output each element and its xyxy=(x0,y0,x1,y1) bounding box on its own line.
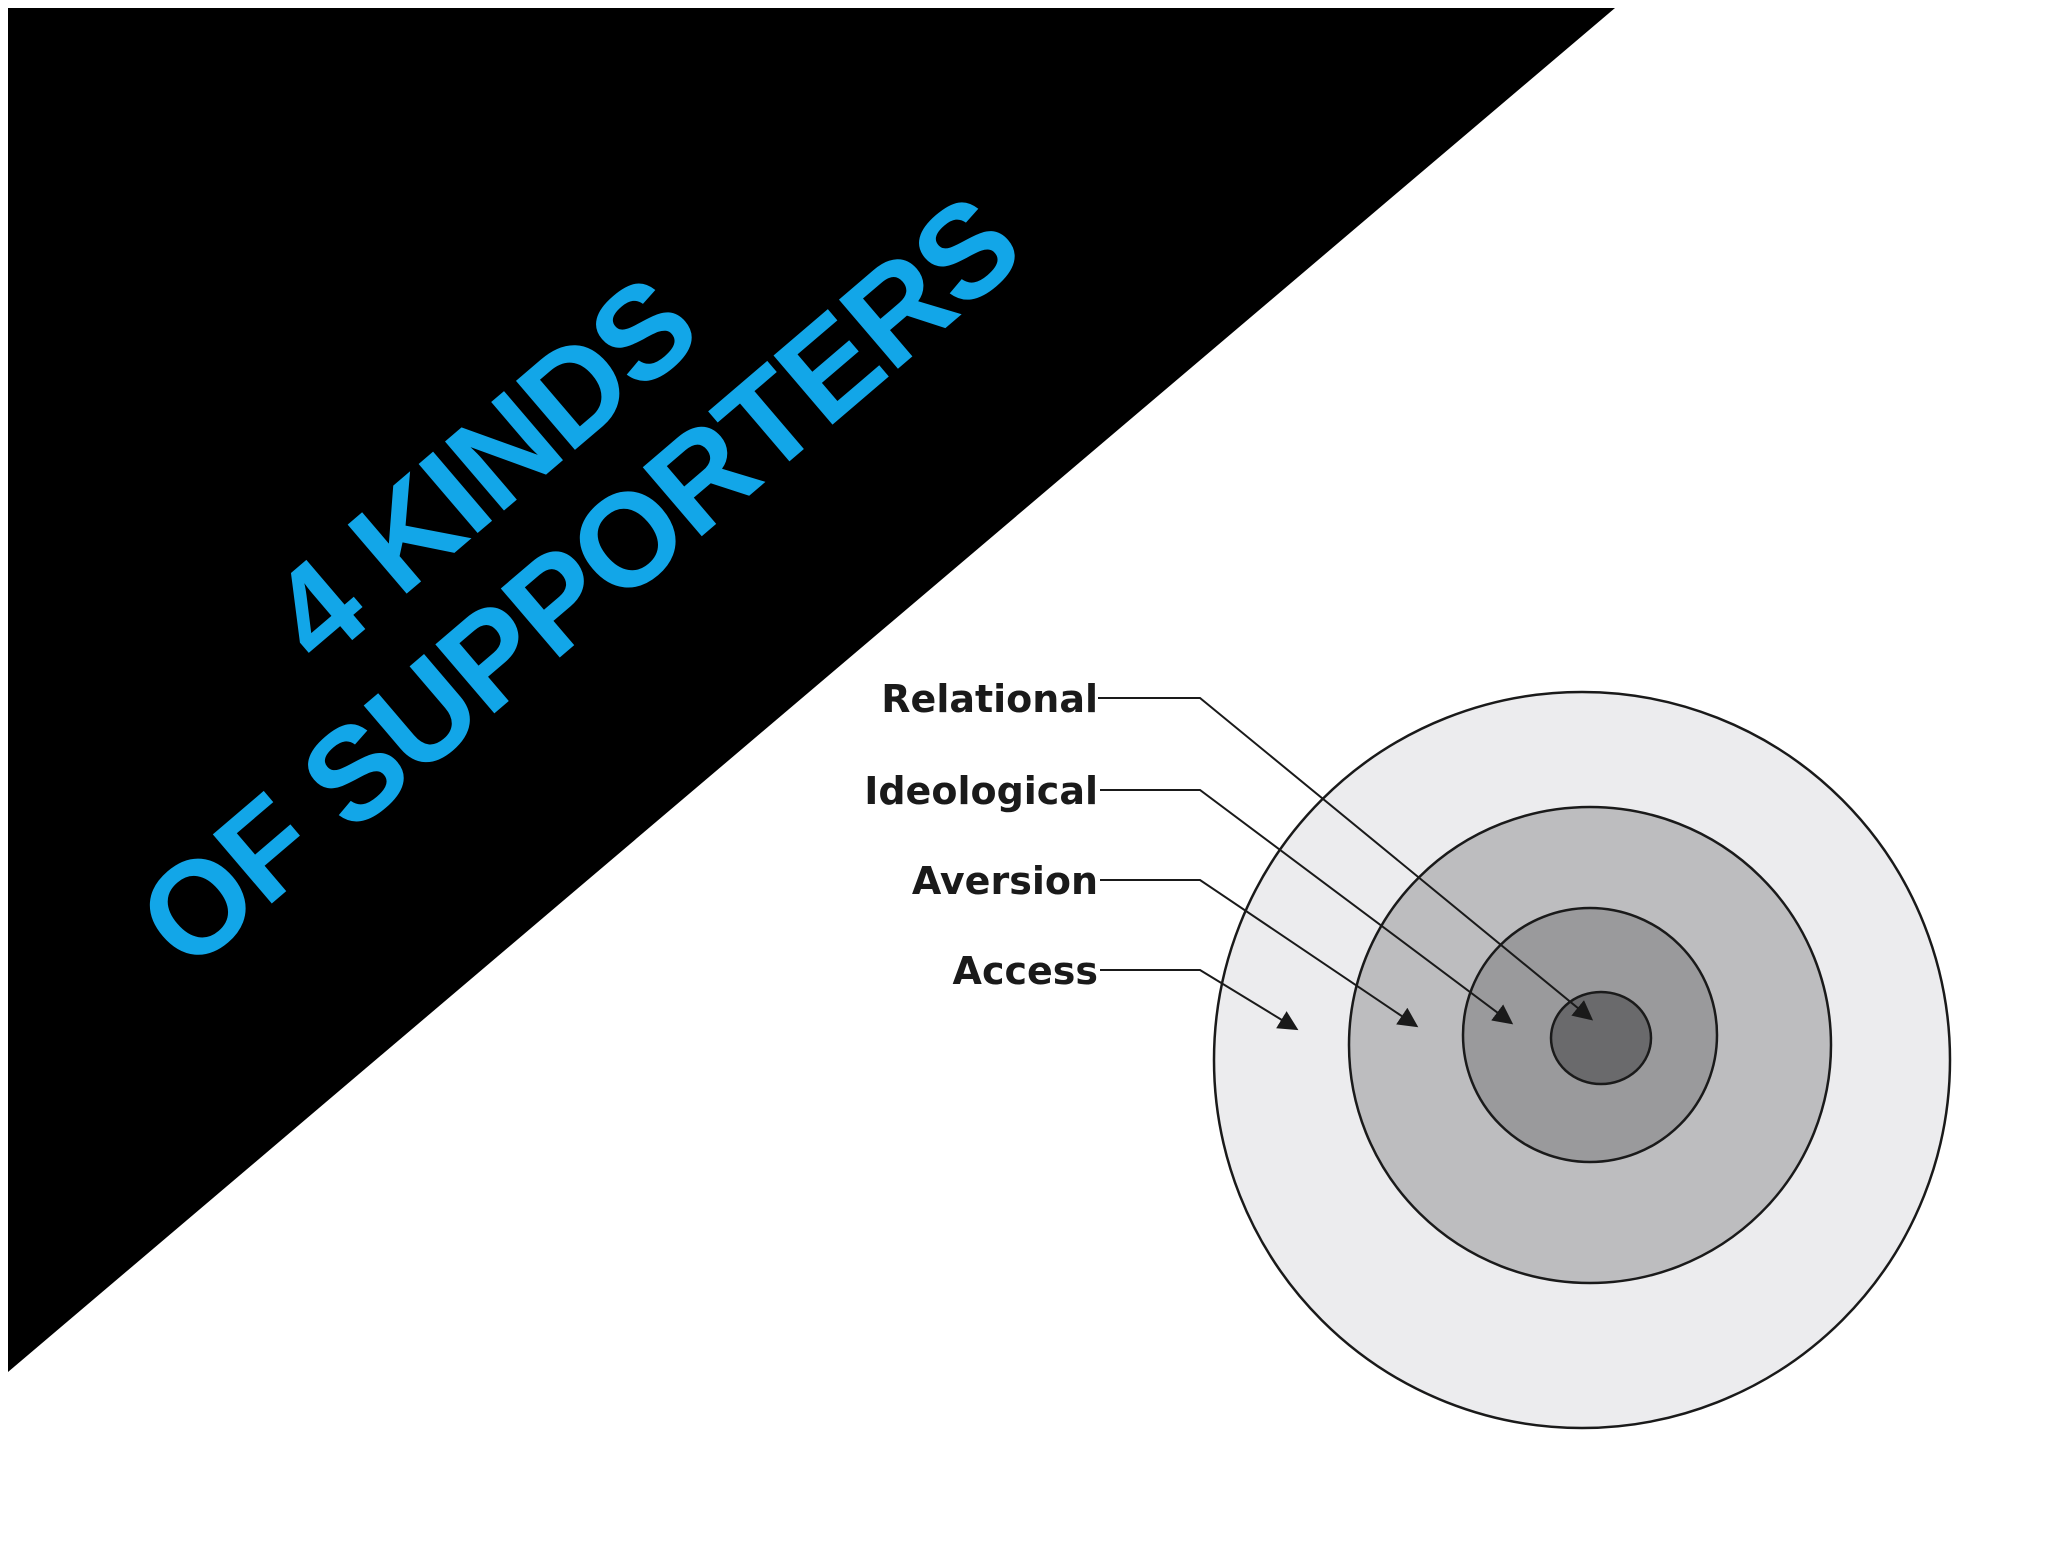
leader-line-relational xyxy=(1098,697,1594,1021)
label-aversion: Aversion xyxy=(912,859,1098,903)
black-diagonal-banner xyxy=(8,8,1615,1372)
ring-relational xyxy=(1549,990,1653,1086)
label-ideological: Ideological xyxy=(864,769,1098,813)
leader-line-aversion xyxy=(1100,879,1419,1028)
leader-line-access xyxy=(1100,969,1299,1031)
label-access: Access xyxy=(953,949,1098,993)
leader-line-ideological xyxy=(1100,789,1514,1025)
label-relational: Relational xyxy=(881,677,1098,721)
